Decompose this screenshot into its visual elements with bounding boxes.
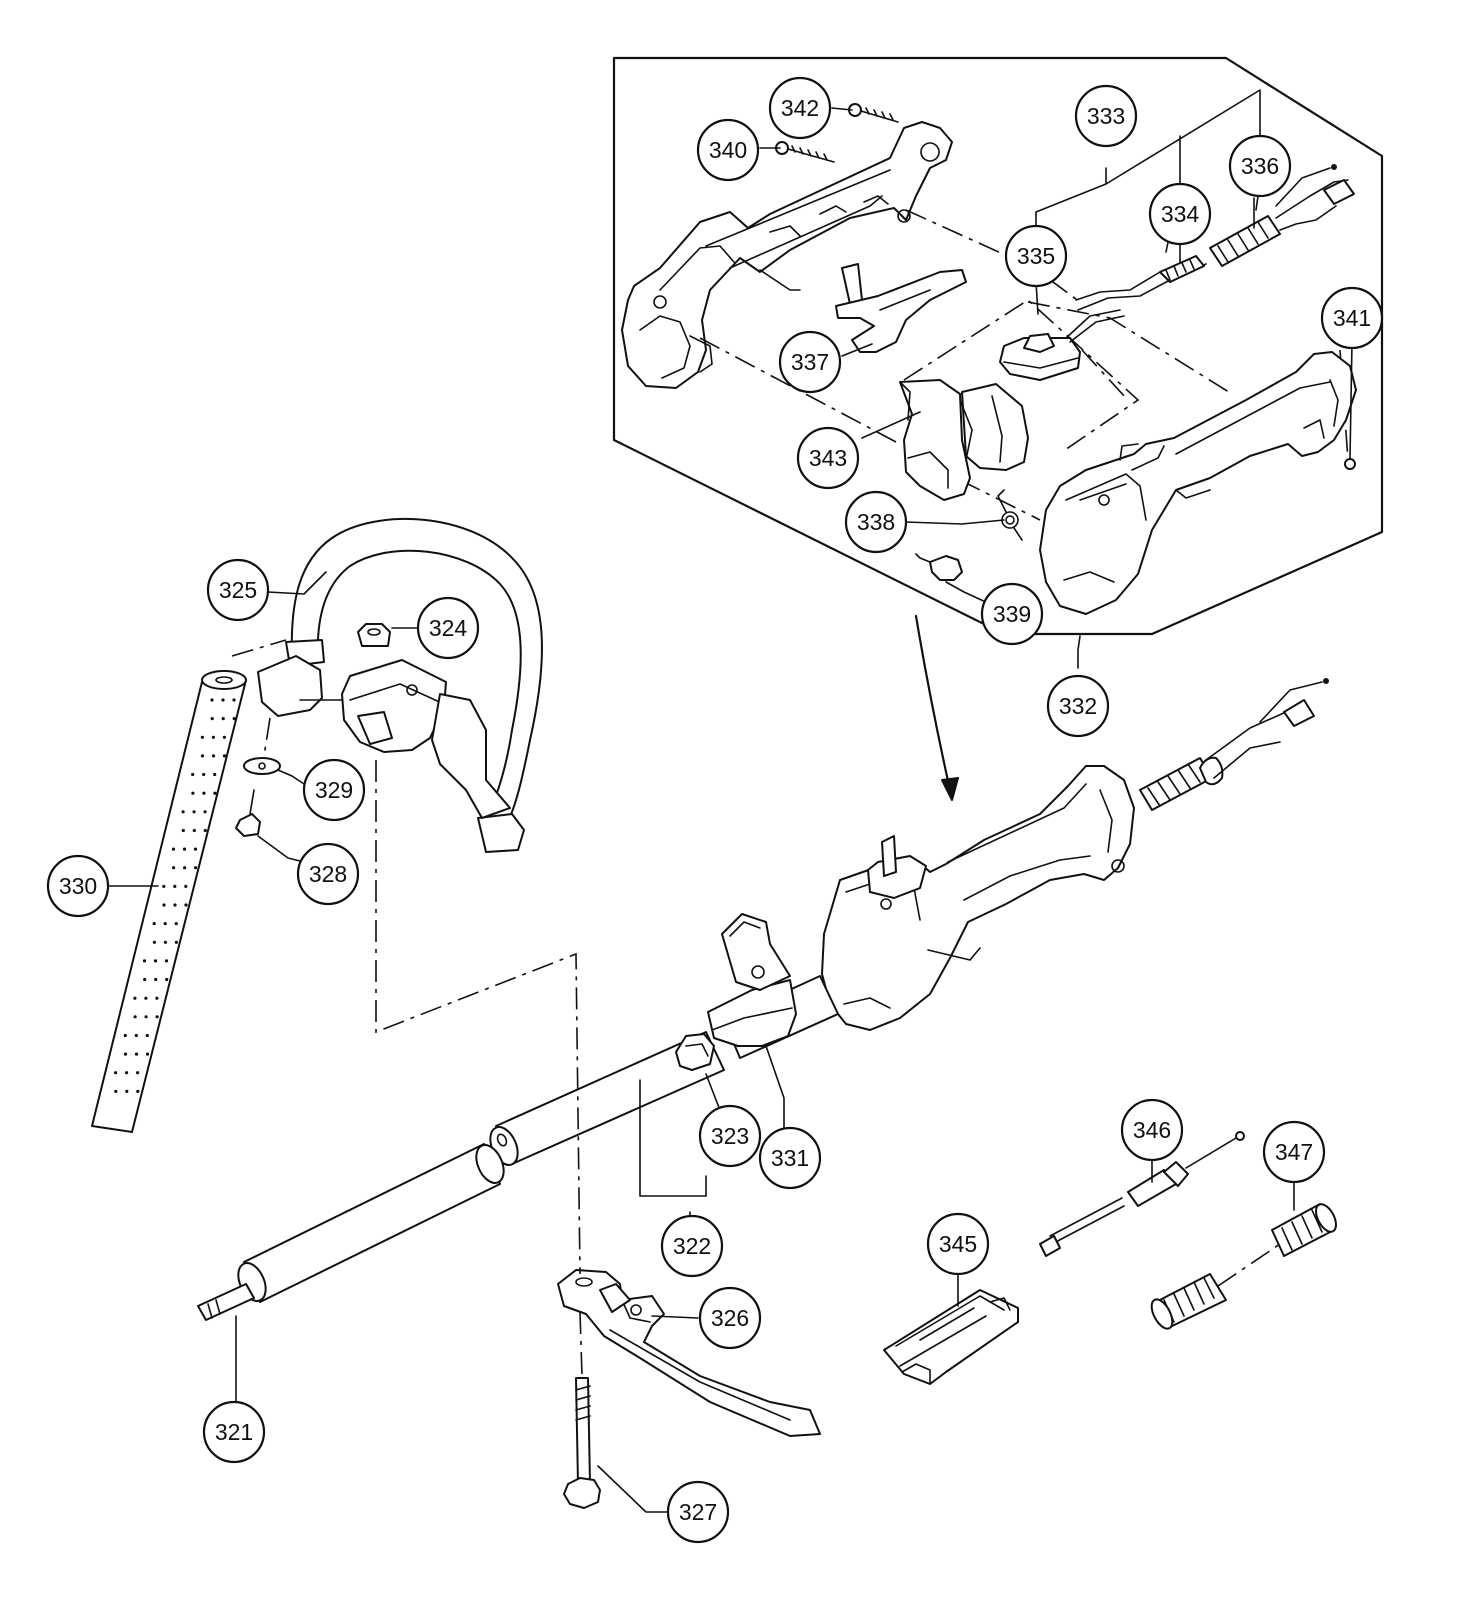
callout-336: 336	[1228, 134, 1292, 198]
callout-345: 345	[926, 1212, 990, 1276]
callout-label-338: 338	[857, 509, 895, 535]
callout-338: 338	[844, 490, 908, 554]
callout-label-334: 334	[1161, 201, 1200, 227]
callout-337: 337	[778, 330, 842, 394]
callout-327: 327	[666, 1480, 730, 1544]
knob-323	[675, 1033, 715, 1071]
callout-322: 322	[660, 1214, 724, 1278]
callout-label-343: 343	[809, 445, 847, 471]
cable-346	[1039, 1131, 1245, 1257]
callout-321: 321	[202, 1400, 266, 1464]
callout-325: 325	[206, 558, 270, 622]
callout-label-331: 331	[771, 1145, 809, 1171]
callout-label-345: 345	[939, 1231, 977, 1257]
shaft-tube-322	[489, 1031, 725, 1166]
callout-label-332: 332	[1059, 693, 1097, 719]
callout-label-328: 328	[309, 861, 347, 887]
callout-335: 335	[1004, 224, 1068, 288]
shaft-clamp-331	[707, 913, 797, 1047]
assembled-cable	[1139, 678, 1329, 811]
screw-342	[848, 103, 899, 123]
callout-label-339: 339	[993, 601, 1031, 627]
callout-label-342: 342	[781, 95, 819, 121]
callout-323: 323	[698, 1104, 762, 1168]
loop-handle-325	[285, 517, 543, 853]
callout-label-329: 329	[315, 777, 353, 803]
side-cover-343	[899, 379, 1029, 501]
part-345	[883, 1289, 1019, 1385]
leader-lines	[103, 89, 1353, 1513]
callout-340: 340	[696, 118, 760, 182]
callout-341: 341	[1320, 286, 1384, 350]
assembly-arrow	[914, 614, 959, 801]
callout-label-323: 323	[711, 1123, 749, 1149]
callout-326: 326	[698, 1286, 762, 1350]
callout-333: 333	[1074, 84, 1138, 148]
spring-sleeve-347	[1150, 1203, 1337, 1330]
screw-340	[775, 141, 835, 163]
housing-lower-half	[1039, 351, 1357, 615]
callout-label-321: 321	[215, 1419, 253, 1445]
stop-wire-336	[1209, 164, 1355, 267]
callout-label-324: 324	[429, 615, 468, 641]
callout-label-326: 326	[711, 1305, 749, 1331]
nut-341	[1344, 458, 1356, 470]
bolt-328	[235, 789, 261, 837]
callout-342: 342	[768, 76, 832, 140]
callout-label-330: 330	[59, 873, 97, 899]
nut-324	[357, 623, 391, 647]
clamp-bracket	[257, 655, 511, 819]
shaft-tube-321	[197, 1143, 505, 1321]
callout-347: 347	[1262, 1120, 1326, 1184]
callout-334: 334	[1148, 182, 1212, 246]
callout-label-347: 347	[1275, 1139, 1313, 1165]
callout-label-337: 337	[791, 349, 829, 375]
housing-upper-half	[621, 121, 953, 389]
grip-330	[91, 670, 247, 1133]
callout-329: 329	[302, 758, 366, 822]
lockout-lever-339	[915, 553, 963, 581]
callout-343: 343	[796, 426, 860, 490]
callout-label-327: 327	[679, 1499, 717, 1525]
callout-label-336: 336	[1241, 153, 1279, 179]
callout-339: 339	[980, 582, 1044, 646]
bracket-326	[557, 1269, 821, 1437]
callout-328: 328	[296, 842, 360, 906]
callout-label-335: 335	[1017, 243, 1055, 269]
callout-label-340: 340	[709, 137, 747, 163]
throttle-trigger-337	[835, 263, 967, 353]
callout-label-341: 341	[1333, 305, 1371, 331]
spring-338	[997, 489, 1023, 541]
callout-346: 346	[1120, 1098, 1184, 1162]
callout-331: 331	[758, 1126, 822, 1190]
callout-332: 332	[1046, 674, 1110, 738]
assembled-rear-handle	[821, 765, 1135, 1031]
callout-label-325: 325	[219, 577, 257, 603]
throttle-cable-334	[1065, 255, 1207, 343]
callout-label-333: 333	[1087, 103, 1125, 129]
callout-324: 324	[416, 596, 480, 660]
callout-label-322: 322	[673, 1233, 711, 1259]
callout-label-346: 346	[1133, 1117, 1171, 1143]
inset-box	[612, 56, 1384, 636]
stop-switch-335	[999, 333, 1081, 381]
callout-330: 330	[46, 854, 110, 918]
bolt-327	[563, 1377, 601, 1509]
washer-329	[243, 757, 281, 775]
main-guide-lines	[231, 639, 583, 1377]
